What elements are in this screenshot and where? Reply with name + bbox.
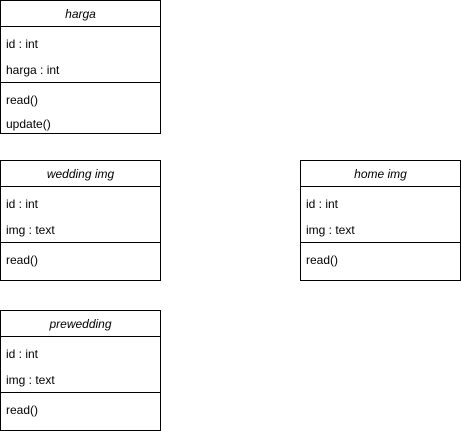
- class-title: wedding img: [1, 161, 160, 187]
- methods-section: read(): [1, 393, 160, 423]
- attribute-row: img : text: [6, 223, 55, 237]
- attributes-section: id : int img : text: [1, 187, 160, 243]
- class-title: harga: [1, 1, 160, 27]
- attributes-section: id : int img : text: [301, 187, 460, 243]
- attributes-section: id : int harga : int: [1, 27, 160, 83]
- class-home-img[interactable]: home img id : int img : text read(): [300, 160, 461, 281]
- attribute-row: id : int: [6, 347, 39, 361]
- attribute-row: img : text: [6, 373, 55, 387]
- class-title: prewedding: [1, 311, 160, 337]
- methods-section: read(): [1, 243, 160, 273]
- attribute-row: id : int: [6, 37, 39, 51]
- method-row: read(): [6, 253, 39, 267]
- method-row: read(): [306, 253, 339, 267]
- attribute-row: id : int: [306, 197, 339, 211]
- methods-section: read(): [301, 243, 460, 273]
- method-row: read(): [6, 403, 39, 417]
- method-row: read(): [6, 93, 39, 107]
- attributes-section: id : int img : text: [1, 337, 160, 393]
- class-wedding-img[interactable]: wedding img id : int img : text read(): [0, 160, 161, 281]
- attribute-row: id : int: [6, 197, 39, 211]
- attribute-row: harga : int: [6, 63, 60, 77]
- method-row: update(): [6, 117, 51, 131]
- class-harga[interactable]: harga id : int harga : int read() update…: [0, 0, 161, 134]
- class-prewedding[interactable]: prewedding id : int img : text read(): [0, 310, 161, 431]
- class-title: home img: [301, 161, 460, 187]
- attribute-row: img : text: [306, 223, 355, 237]
- methods-section: read() update(): [1, 83, 160, 135]
